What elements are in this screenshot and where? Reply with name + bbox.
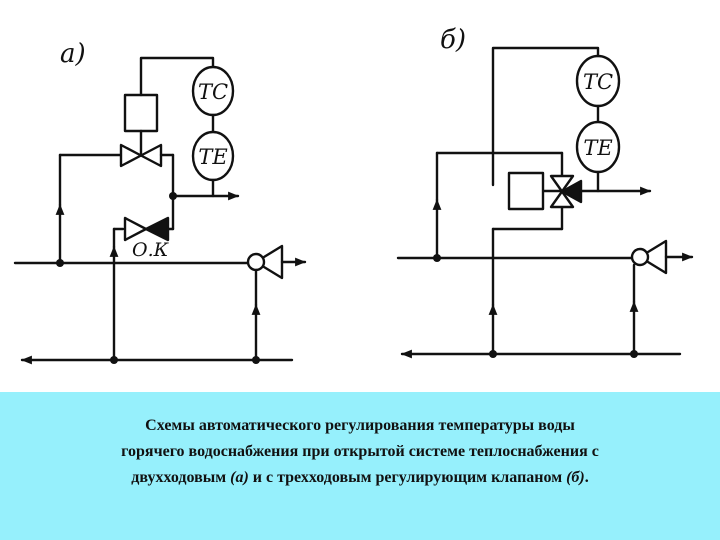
panel-a: а) — [13, 39, 307, 365]
controller-tc-a — [191, 65, 235, 117]
schematic-diagram: а) — [13, 25, 694, 365]
panel-a-label: а) — [60, 39, 86, 69]
controller-label-b: ТС — [583, 70, 613, 94]
control-line-a — [139, 56, 215, 97]
caption-text: . — [584, 469, 589, 486]
caption-ref-b: (б) — [566, 469, 585, 486]
control-line-b — [491, 46, 600, 187]
caption-panel: Схемы автоматического регулирования темп… — [0, 392, 720, 540]
panel-b-label: б) — [440, 25, 466, 55]
controller-label-a: ТС — [198, 80, 228, 104]
caption-ref-a: (а) — [230, 469, 249, 486]
valve-actuator-a — [123, 93, 159, 133]
sensor-te-b — [575, 120, 621, 174]
sensor-te-a — [191, 130, 235, 182]
caption-line-3: двухходовым (а) и с трехходовым регулиру… — [131, 469, 588, 486]
caption-text: и с трехходовым регулирующим клапаном — [248, 469, 567, 486]
caption-text: двухходовым — [131, 469, 231, 486]
check-valve-label-a: О.К — [132, 239, 170, 261]
circulation-pump-a — [246, 244, 284, 280]
panel-b: б) — [396, 25, 694, 359]
check-valve-a — [123, 216, 170, 242]
circulation-pump-b — [630, 239, 668, 275]
caption-line-1: Схемы автоматического регулирования темп… — [145, 417, 575, 434]
valve-actuator-b — [507, 171, 545, 211]
caption-line-2: горячего водоснабжения при открытой сист… — [121, 443, 599, 460]
figure-caption: Схемы автоматического регулирования темп… — [40, 413, 680, 491]
controller-tc-b — [575, 54, 621, 108]
sensor-label-b: ТЕ — [583, 136, 612, 160]
sensor-label-a: ТЕ — [198, 145, 227, 169]
